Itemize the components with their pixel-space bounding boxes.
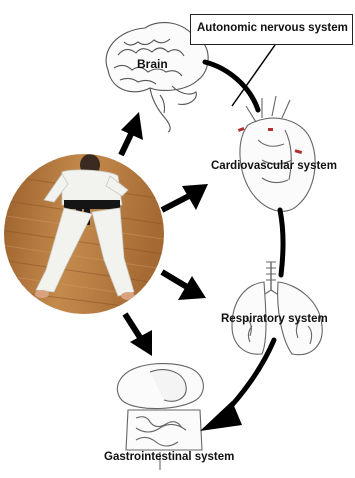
heart-icon <box>240 96 315 211</box>
respiratory-system-label: Respiratory system <box>221 314 328 326</box>
autonomic-nervous-system-label: Autonomic nervous system <box>197 23 348 35</box>
autonomic-curve-line <box>205 62 283 416</box>
lungs-icon <box>232 262 322 355</box>
arrow-to-respiratory <box>162 272 206 300</box>
cardiovascular-system-label: Cardiovascular system <box>211 161 337 173</box>
arrow-to-cardiovascular <box>162 184 208 210</box>
brain-label: Brain <box>137 58 168 70</box>
curve-arrowhead <box>200 401 242 431</box>
arrow-to-brain <box>121 112 143 155</box>
gastrointestinal-system-label: Gastrointestinal system <box>104 452 234 464</box>
arrow-to-gastrointestinal <box>125 314 152 356</box>
person-lying-on-floor-photo <box>0 154 170 314</box>
